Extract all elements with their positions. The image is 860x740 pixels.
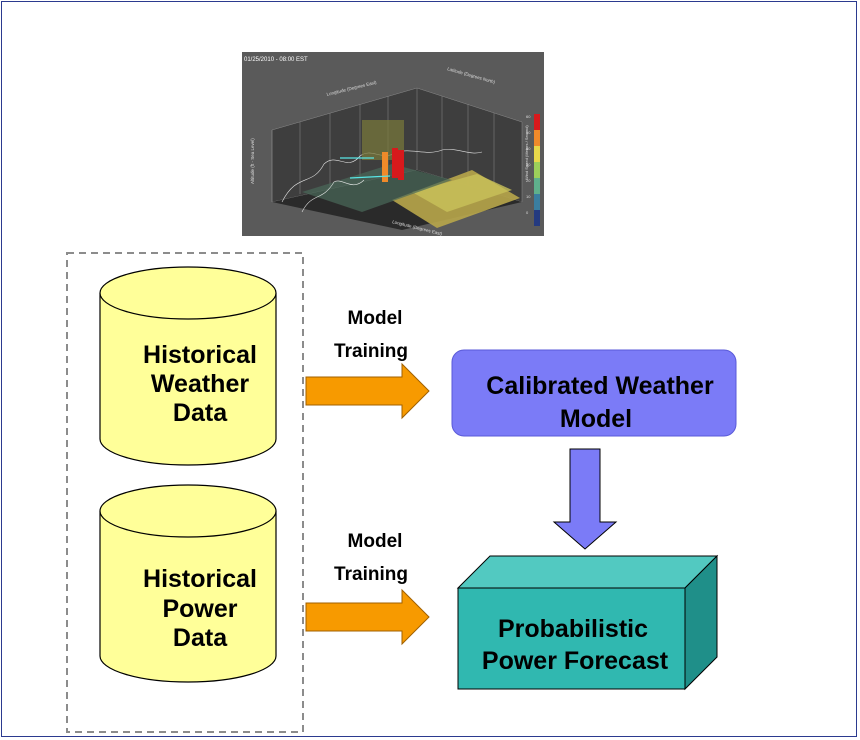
probabilistic-power-forecast-box: Probabilistic Power Forecast: [456, 554, 719, 691]
visualization-wind-curtain: [362, 120, 404, 182]
visualization-timestamp: 01/25/2010 - 08:00 EST: [244, 57, 308, 63]
colorbar-segment: [534, 130, 540, 146]
colorbar-segment: [534, 162, 540, 178]
colorbar-tick-label: 30: [526, 162, 531, 167]
wind-visualization-image: 01/25/2010 - 08:00 EST Longitude (Degree…: [242, 52, 544, 236]
colorbar-tick-label: 60: [526, 114, 531, 119]
colorbar-segment: [534, 210, 540, 226]
colorbar-tick-label: 10: [526, 194, 531, 199]
historical-weather-line-1: Historical: [143, 341, 257, 369]
arrow-1-label-line-2: Training: [334, 341, 408, 362]
model-training-arrow-2: Model Training: [305, 531, 430, 646]
colorbar-tick-label: 0: [526, 210, 529, 215]
arrow-1-label-line-1: Model: [348, 308, 403, 329]
weather-model-line-1: Calibrated Weather: [486, 372, 714, 400]
calibrated-weather-model-box: Calibrated Weather Model: [451, 349, 737, 437]
orange-arrow-1: [305, 362, 430, 420]
arrow-2-label-line-2: Training: [334, 564, 408, 585]
down-arrow: [552, 448, 618, 550]
visualization-colorbar: 60 50 40 30 20 10 0: [526, 114, 540, 226]
historical-power-line-1: Historical: [143, 565, 257, 593]
colorbar-segment: [534, 114, 540, 130]
arrow-2-label-line-1: Model: [348, 531, 403, 552]
orange-arrow-2: [305, 588, 430, 646]
weather-model-line-2: Model: [560, 405, 632, 433]
colorbar-tick-label: 40: [526, 146, 531, 151]
forecast-line-1: Probabilistic: [498, 615, 648, 643]
historical-power-line-2: Power: [162, 595, 237, 623]
visualization-colorbar-label: Wind Speed (Meters / Second): [524, 125, 529, 180]
colorbar-segment: [534, 178, 540, 194]
forecast-line-2: Power Forecast: [482, 647, 669, 675]
historical-weather-line-3: Data: [173, 399, 228, 427]
historical-weather-data-cylinder: Historical Weather Data: [99, 266, 277, 466]
model-training-arrow-1: Model Training: [305, 308, 430, 420]
colorbar-segment: [534, 194, 540, 210]
colorbar-tick-label: 20: [526, 178, 531, 183]
visualization-alt-axis-label: Altitude (ft - Sea Level): [250, 138, 255, 184]
colorbar-segment: [534, 146, 540, 162]
historical-power-data-cylinder: Historical Power Data: [99, 484, 277, 683]
historical-weather-line-2: Weather: [151, 370, 249, 398]
historical-power-line-3: Data: [173, 624, 228, 652]
colorbar-tick-label: 50: [526, 130, 531, 135]
historical-data-group: [66, 252, 304, 733]
